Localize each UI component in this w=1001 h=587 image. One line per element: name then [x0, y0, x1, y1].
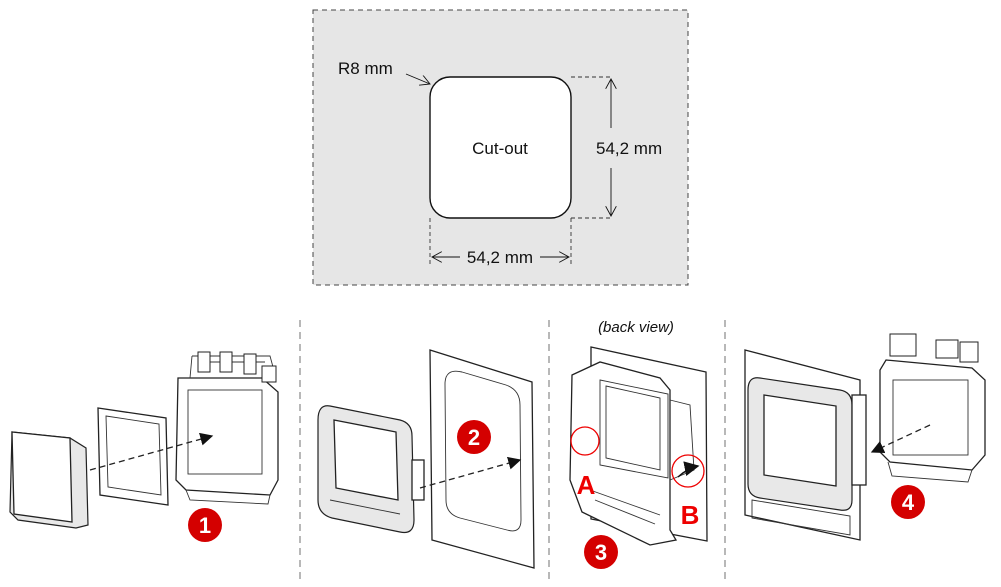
- step-badge-1: [188, 508, 222, 542]
- step-4: 4: [744, 333, 986, 541]
- marker-b-circle: [671, 454, 705, 488]
- marker-a-label: A: [577, 470, 596, 500]
- step-badge-3: [584, 535, 618, 569]
- cutout-label: Cut-out: [472, 139, 528, 158]
- step-badge-2: [457, 420, 491, 454]
- device-module: [175, 377, 279, 496]
- step-number: 4: [902, 490, 915, 515]
- panel-sheet: [429, 349, 535, 569]
- step-1: 1: [9, 351, 279, 542]
- width-label: 54,2 mm: [467, 248, 533, 267]
- radius-arrow: [405, 73, 430, 84]
- step-3: (back view) A B 3: [569, 319, 708, 569]
- cutout-shape: [429, 76, 572, 219]
- back-view-caption: (back view): [598, 319, 674, 336]
- marker-a-circle: [570, 426, 600, 456]
- radius-label: R8 mm: [338, 59, 393, 78]
- step-number: 3: [595, 540, 607, 565]
- step-2: 2: [317, 349, 535, 569]
- device-module: [879, 359, 986, 471]
- cutout-panel: Cut-out R8 mm 54,2 mm 54,2 mm: [312, 9, 689, 286]
- gasket-frame: [97, 407, 169, 506]
- step-badge-4: [891, 485, 925, 519]
- step-number: 1: [199, 513, 211, 538]
- height-label: 54,2 mm: [596, 139, 662, 158]
- step-number: 2: [468, 425, 480, 450]
- marker-b-label: B: [681, 500, 700, 530]
- mounting-bracket: [569, 361, 678, 546]
